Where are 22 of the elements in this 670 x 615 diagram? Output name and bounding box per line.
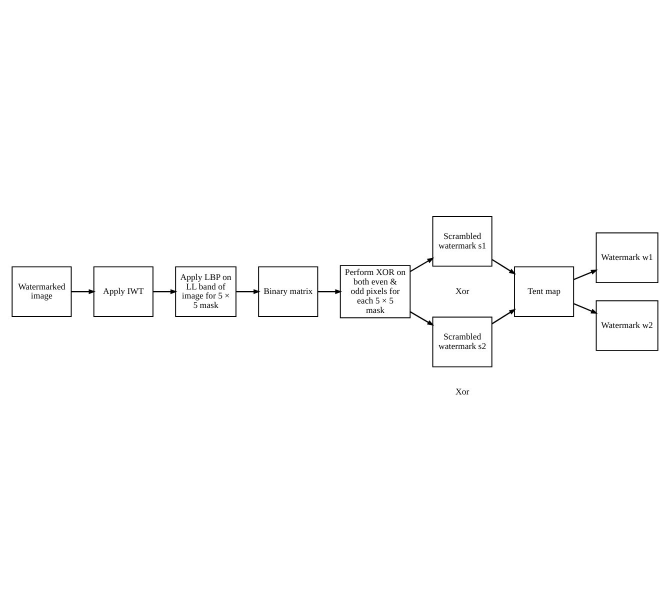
arrow <box>71 288 96 294</box>
node-box: Watermark w1 <box>596 232 658 282</box>
arrow <box>574 302 598 314</box>
arrow <box>492 308 516 324</box>
node-box: Apply IWT <box>93 266 154 316</box>
node-box: Watermark w2 <box>596 300 658 350</box>
label: Xor <box>455 285 470 296</box>
arrow <box>410 310 434 326</box>
arrow <box>574 269 598 280</box>
node-box: Watermarked image <box>12 266 72 316</box>
node-box: Apply LBP on LL band of image for 5 × 5 mask <box>175 266 236 316</box>
node-box: Scrambled watermark s1 <box>432 216 492 266</box>
node-box: Perform XOR on both even & odd pixels for each 5 × 5 mask <box>340 264 411 318</box>
node-box: Tent map <box>514 266 574 316</box>
arrow <box>410 257 434 272</box>
label: Xor <box>455 386 470 396</box>
arrow <box>318 288 342 294</box>
arrow <box>236 288 260 294</box>
node-box: Binary matrix <box>258 266 318 316</box>
node-box: Scrambled watermark s2 <box>432 316 492 367</box>
arrow <box>153 288 178 294</box>
arrow <box>492 258 516 274</box>
